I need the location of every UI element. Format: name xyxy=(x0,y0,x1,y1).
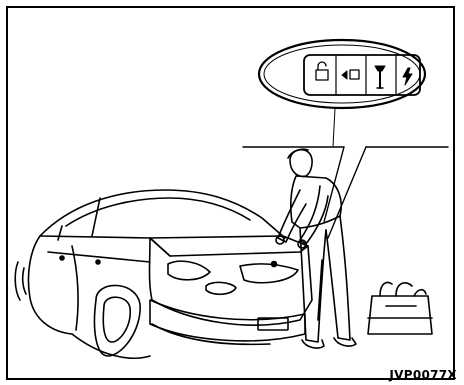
figure-code-label: JVP0077X xyxy=(389,369,457,381)
car-body xyxy=(15,190,312,358)
unlock-icon xyxy=(316,62,328,80)
key-fob-callout xyxy=(259,40,425,108)
callout-pointer-lines xyxy=(243,108,448,238)
grocery-basket xyxy=(368,283,432,335)
panic-icon xyxy=(403,68,412,85)
trunk-open-icon xyxy=(375,66,385,88)
lock-icon xyxy=(342,70,359,79)
